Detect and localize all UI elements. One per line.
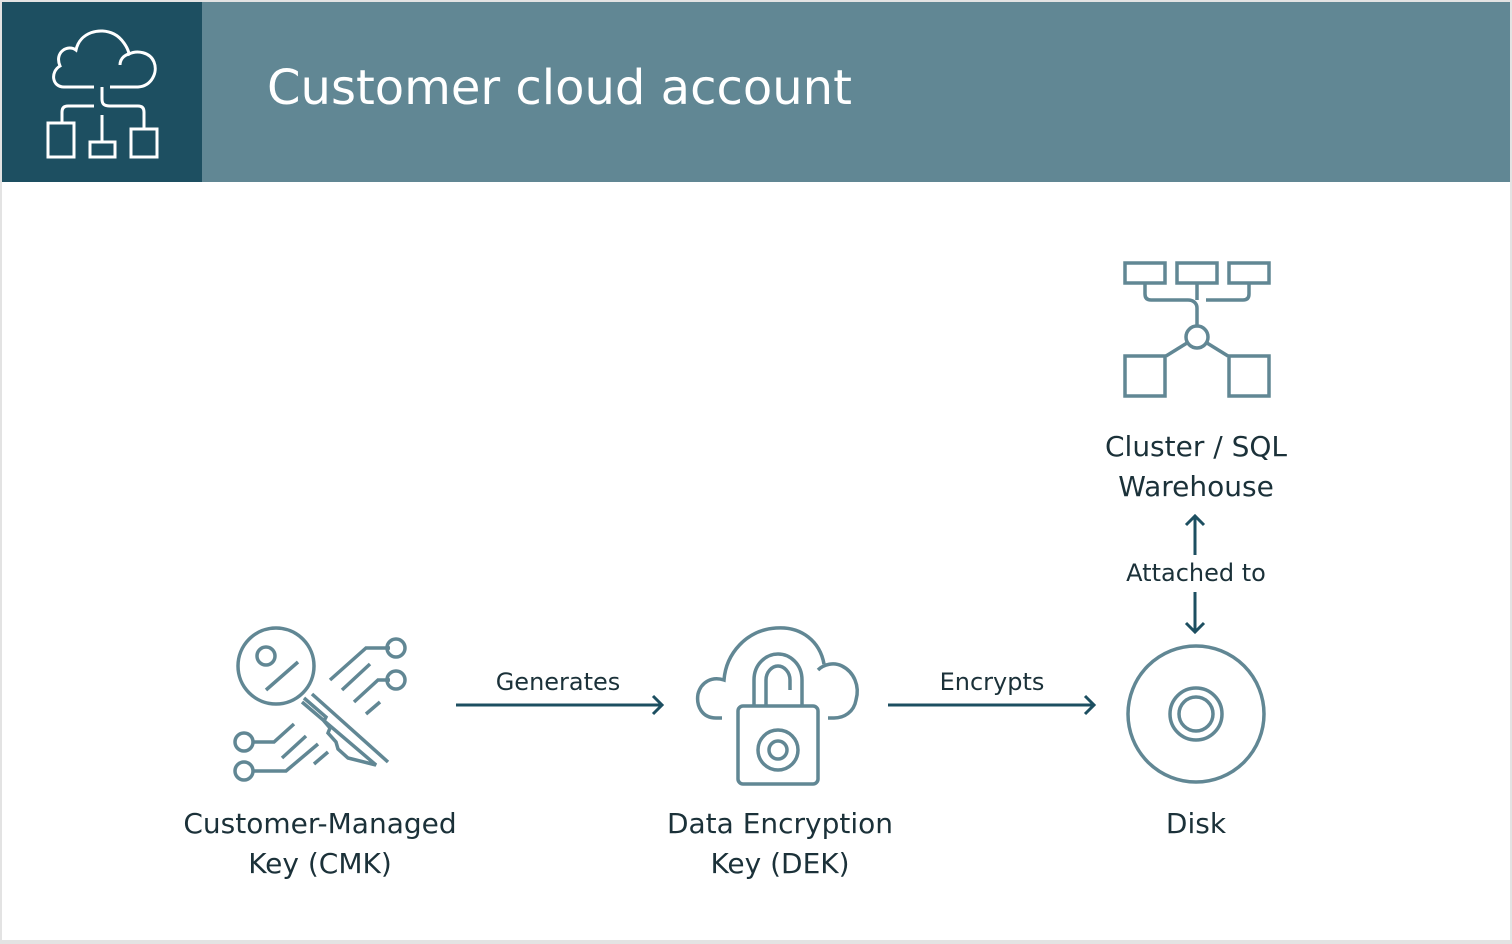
dek-label-line2: Key (DEK) (710, 847, 850, 880)
cmk-label-line1: Customer-Managed (183, 807, 457, 840)
arrow-generates (456, 694, 665, 716)
edge-label-encrypts: Encrypts (939, 668, 1045, 696)
disk-icon (1126, 644, 1266, 784)
disk-label: Disk (1165, 807, 1227, 840)
arrow-up-to-cluster (1184, 513, 1206, 555)
cloud-lock-icon (695, 626, 859, 786)
edge-label-generates: Generates (495, 668, 621, 696)
edge-label-attached-to: Attached to (1126, 559, 1266, 587)
header-bar: Customer cloud account (2, 2, 1510, 182)
cluster-label-line1: Cluster / SQL (1104, 430, 1288, 463)
cluster-label-line2: Warehouse (1118, 470, 1274, 503)
cloud-hierarchy-icon (46, 29, 159, 159)
key-circuit-icon (233, 626, 407, 782)
dek-label-line1: Data Encryption (666, 807, 894, 840)
arrow-down-to-disk (1184, 592, 1206, 635)
cluster-network-icon (1123, 261, 1271, 398)
cluster-label: Cluster / SQL Warehouse (1076, 427, 1316, 507)
header-title: Customer cloud account (267, 60, 852, 116)
cmk-label: Customer-Managed Key (CMK) (150, 804, 490, 884)
dek-label: Data Encryption Key (DEK) (620, 804, 940, 884)
cmk-label-line2: Key (CMK) (248, 847, 392, 880)
header-icon-box (2, 2, 202, 182)
arrow-encrypts (888, 694, 1097, 716)
